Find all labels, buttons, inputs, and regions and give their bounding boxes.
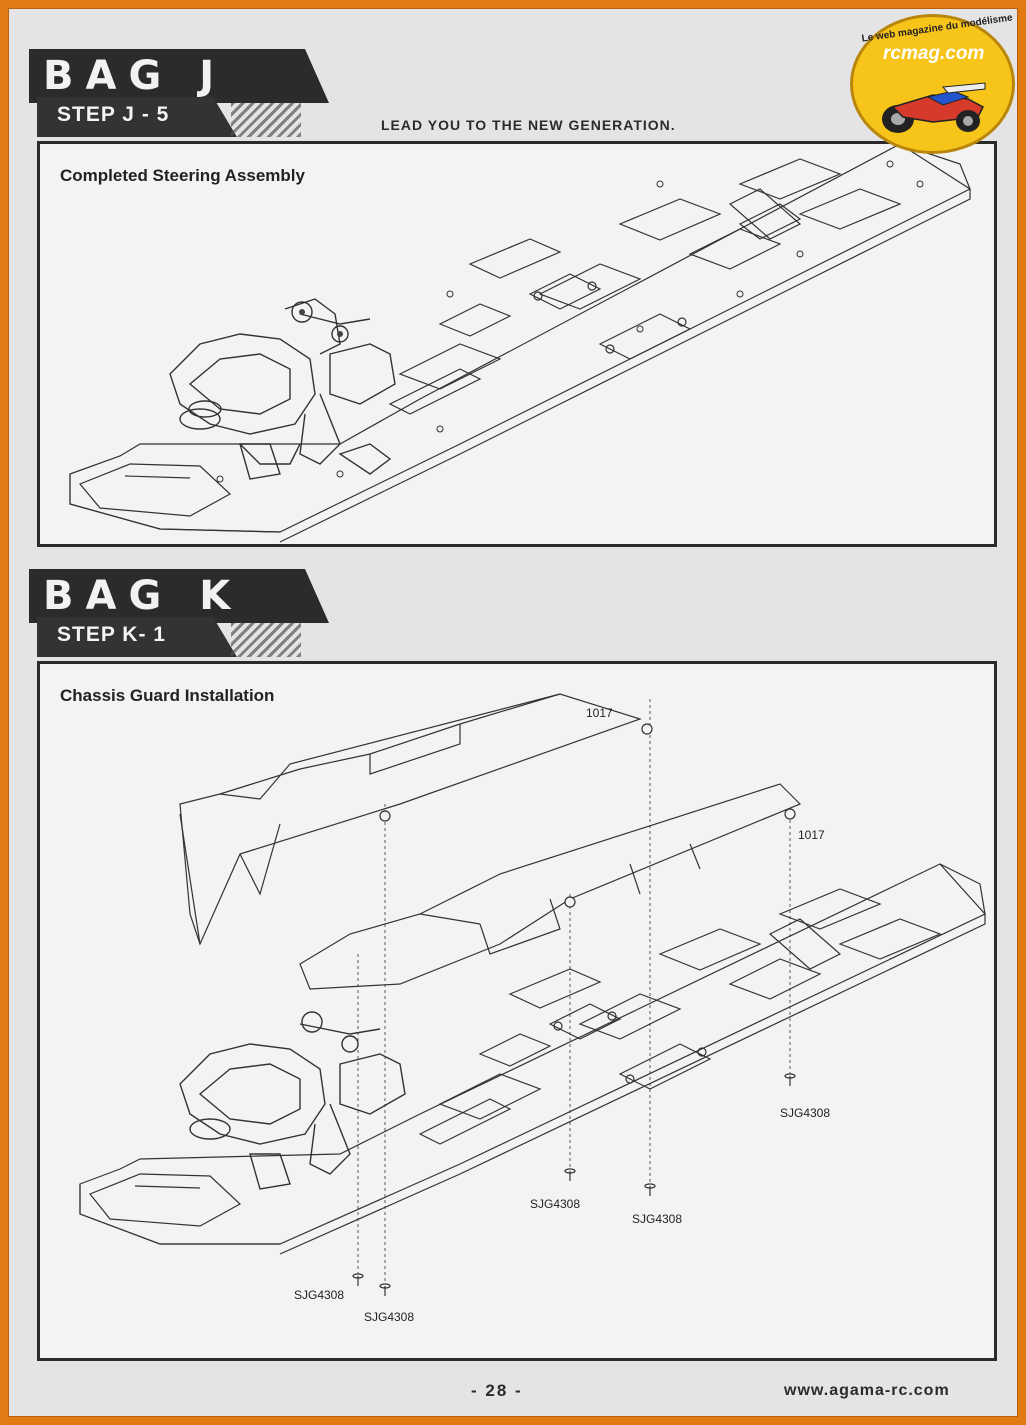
bag-k-title: BAG K bbox=[43, 573, 243, 619]
step-k1-heading: Chassis Guard Installation bbox=[60, 686, 275, 705]
bag-k-banner bbox=[29, 569, 329, 623]
footer-url: www.agama-rc.com bbox=[784, 1382, 950, 1399]
callout-screw-2: SJG4308 bbox=[530, 1197, 581, 1211]
bag-j-header: BAG J LEAD YOU TO THE NEW GENERATION. ST… bbox=[9, 49, 1019, 149]
step-k1-title: STEP K- 1 bbox=[57, 623, 166, 646]
callout-screw-4: SJG4308 bbox=[294, 1288, 345, 1302]
rcmag-logo: Le web magazine du modélisme rcmag.com bbox=[850, 12, 1015, 154]
bag-j-title: BAG J bbox=[43, 53, 227, 99]
page-number: - 28 - bbox=[471, 1381, 523, 1400]
bag-k-header: BAG K STEP K- 1 bbox=[9, 569, 1019, 669]
callout-screw-3: SJG4308 bbox=[632, 1212, 683, 1226]
callout-guard-right: 1017 bbox=[798, 828, 825, 842]
bag-j-banner bbox=[29, 49, 329, 103]
callout-guard-left: 1017 bbox=[586, 706, 613, 720]
chassis-guard-installation-drawing bbox=[79, 693, 986, 1296]
step-j5-banner bbox=[37, 97, 237, 137]
step-j5-stripes bbox=[231, 103, 301, 137]
callout-screw-1: SJG4308 bbox=[780, 1106, 831, 1120]
step-j5-panel: Completed Steering Assembly bbox=[37, 141, 997, 547]
completed-steering-assembly-drawing bbox=[69, 144, 971, 543]
step-k1-stripes bbox=[231, 623, 301, 657]
step-j5-title: STEP J - 5 bbox=[57, 103, 170, 126]
manual-page: BAG J LEAD YOU TO THE NEW GENERATION. ST… bbox=[8, 8, 1018, 1417]
logo-brand: rcmag.com bbox=[883, 43, 985, 64]
slogan: LEAD YOU TO THE NEW GENERATION. bbox=[381, 117, 676, 133]
step-j5-heading: Completed Steering Assembly bbox=[60, 166, 305, 185]
step-k1-panel: Chassis Guard Installation bbox=[37, 661, 997, 1361]
callout-screw-5: SJG4308 bbox=[364, 1310, 415, 1324]
step-k1-banner bbox=[37, 617, 237, 657]
buggy-icon bbox=[882, 82, 986, 133]
